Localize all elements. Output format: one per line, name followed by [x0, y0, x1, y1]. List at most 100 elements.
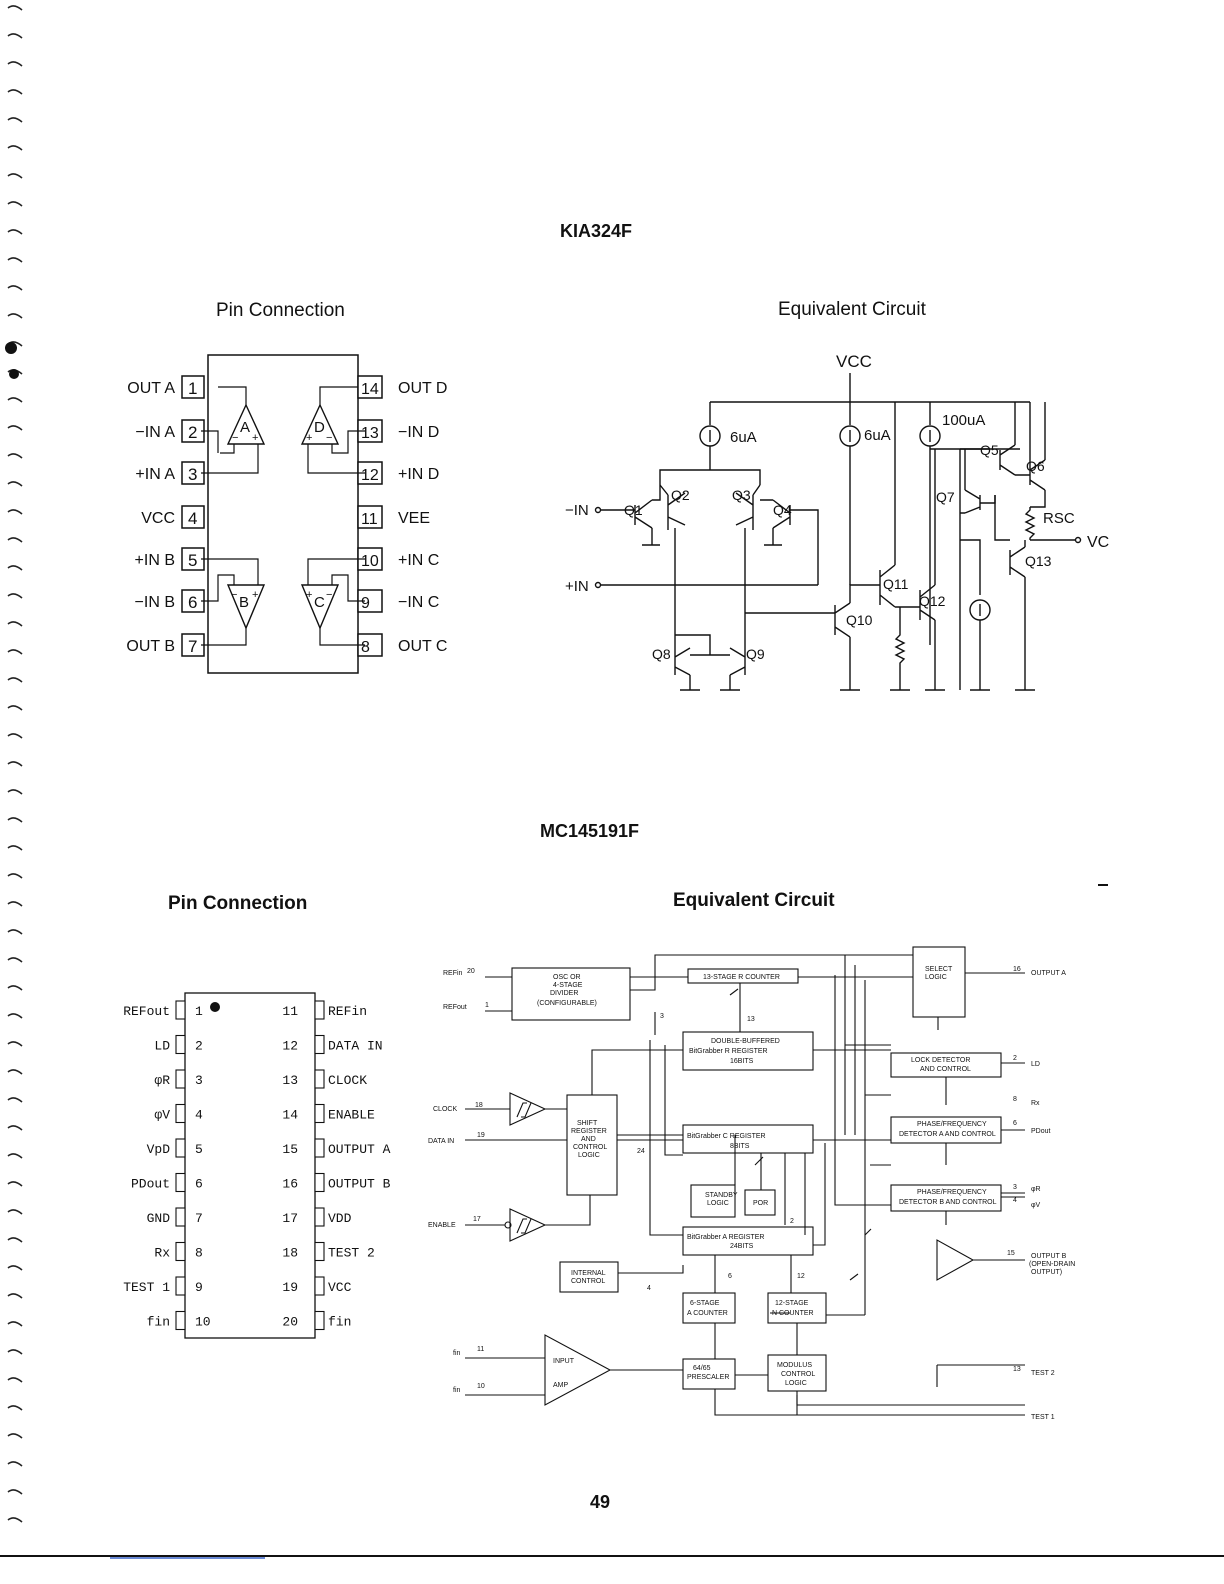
- svg-text:REFout: REFout: [443, 1004, 467, 1011]
- pin-label: −IN B: [135, 594, 175, 611]
- punch-hole: [9, 369, 19, 379]
- pin-label: PDout: [131, 1177, 170, 1192]
- svg-text:PHASE/FREQUENCY: PHASE/FREQUENCY: [917, 1189, 987, 1196]
- svg-text:φR: φR: [1031, 1186, 1041, 1193]
- pin-label: VEE: [398, 510, 430, 527]
- margin-mark: [7, 509, 23, 515]
- pin-label: GND: [147, 1211, 171, 1226]
- svg-text:LOGIC: LOGIC: [707, 1200, 729, 1207]
- svg-text:13-STAGE R COUNTER: 13-STAGE R COUNTER: [703, 974, 780, 981]
- pin-connection-title-2: Pin Connection: [168, 893, 308, 914]
- margin-mark: [7, 1237, 23, 1243]
- opamp-c: C +−: [300, 558, 365, 646]
- pin-label: +IN B: [135, 552, 175, 569]
- pin-label: TEST 2: [328, 1246, 375, 1261]
- svg-text:OUTPUT A: OUTPUT A: [1031, 970, 1066, 977]
- pin-number: 17: [282, 1211, 298, 1226]
- margin-mark: [7, 1377, 23, 1383]
- svg-text:DETECTOR B AND CONTROL: DETECTOR B AND CONTROL: [899, 1199, 997, 1206]
- margin-mark: [7, 901, 23, 907]
- margin-mark: [7, 985, 23, 991]
- margin-mark: [7, 817, 23, 823]
- svg-text:CLOCK: CLOCK: [433, 1106, 457, 1113]
- svg-text:LOGIC: LOGIC: [785, 1380, 807, 1387]
- pin-label: OUT A: [127, 380, 175, 397]
- pin-label: OUT B: [126, 638, 175, 655]
- margin-mark: [7, 705, 23, 711]
- margin-mark: [7, 117, 23, 123]
- svg-text:CONTROL: CONTROL: [781, 1371, 815, 1378]
- svg-text:13: 13: [1013, 1366, 1021, 1373]
- pin-label: −IN C: [398, 594, 439, 611]
- svg-text:REFin: REFin: [443, 970, 463, 977]
- margin-mark: [7, 677, 23, 683]
- pin-label: +IN D: [398, 466, 439, 483]
- svg-text:2: 2: [1013, 1055, 1017, 1062]
- pin-label: +IN A: [135, 466, 175, 483]
- svg-text:19: 19: [477, 1132, 485, 1139]
- pin-number: 5: [195, 1142, 203, 1157]
- pin-connection-title: Pin Connection: [216, 300, 345, 321]
- equivalent-circuit-title: Equivalent Circuit: [778, 299, 926, 320]
- punch-hole: [5, 342, 17, 354]
- margin-mark: [7, 89, 23, 95]
- svg-text:AMP: AMP: [553, 1382, 569, 1389]
- svg-text:Q11: Q11: [883, 576, 909, 592]
- svg-text:BitGrabber A REGISTER: BitGrabber A REGISTER: [687, 1234, 764, 1241]
- svg-text:φV: φV: [1031, 1202, 1041, 1209]
- margin-mark: [7, 929, 23, 935]
- mc-left-pin: 8Rx: [154, 1241, 203, 1262]
- margin-mark: [7, 1293, 23, 1299]
- svg-text:TEST 2: TEST 2: [1031, 1370, 1055, 1377]
- svg-text:+: +: [306, 589, 312, 601]
- opamp-a: A −+: [201, 386, 266, 474]
- svg-text:MODULUS: MODULUS: [777, 1362, 812, 1369]
- margin-mark: [7, 1349, 23, 1355]
- pin-number: 15: [282, 1142, 298, 1157]
- pin-label: ENABLE: [328, 1108, 375, 1123]
- pin-label: +IN C: [398, 552, 439, 569]
- margin-mark: [7, 313, 23, 319]
- margin-mark: [7, 201, 23, 207]
- mc-left-pin: 3φR: [154, 1069, 203, 1089]
- pin-label: OUT D: [398, 380, 447, 397]
- svg-text:REGISTER: REGISTER: [571, 1128, 607, 1135]
- margin-mark: [7, 649, 23, 655]
- pin-number: 12: [361, 467, 379, 484]
- kia-right-pin: 9−IN C: [357, 589, 439, 613]
- pin-number: 14: [282, 1108, 298, 1123]
- svg-text:Q12: Q12: [919, 593, 946, 609]
- margin-mark: [7, 1461, 23, 1467]
- pin-number: 4: [195, 1108, 203, 1123]
- svg-text:fin: fin: [453, 1350, 461, 1357]
- ic-package-body: [207, 354, 359, 674]
- svg-text:VC: VC: [1087, 534, 1109, 551]
- pin-label: VDD: [328, 1211, 352, 1226]
- pin-number: 20: [282, 1315, 298, 1330]
- pin-number: 6: [195, 1177, 203, 1192]
- svg-text:VCC: VCC: [836, 352, 872, 371]
- svg-text:OUTPUT B: OUTPUT B: [1031, 1253, 1067, 1260]
- kia-left-pin: 6−IN B: [135, 589, 205, 613]
- svg-text:(OPEN-DRAIN: (OPEN-DRAIN: [1029, 1261, 1075, 1268]
- mc-left-pin: 2LD: [154, 1034, 203, 1055]
- svg-text:B: B: [239, 594, 249, 611]
- svg-text:10: 10: [477, 1383, 485, 1390]
- svg-text:PHASE/FREQUENCY: PHASE/FREQUENCY: [917, 1121, 987, 1128]
- pin-label: DATA IN: [328, 1039, 383, 1054]
- svg-text:Q7: Q7: [936, 489, 955, 505]
- margin-mark: [7, 1209, 23, 1215]
- margin-mark: [7, 593, 23, 599]
- svg-text:PDout: PDout: [1031, 1128, 1051, 1135]
- margin-mark: [7, 257, 23, 263]
- pin-label: OUT C: [398, 638, 447, 655]
- margin-mark: [7, 1125, 23, 1131]
- margin-mark: [7, 1069, 23, 1075]
- pin-number: 1: [195, 1004, 203, 1019]
